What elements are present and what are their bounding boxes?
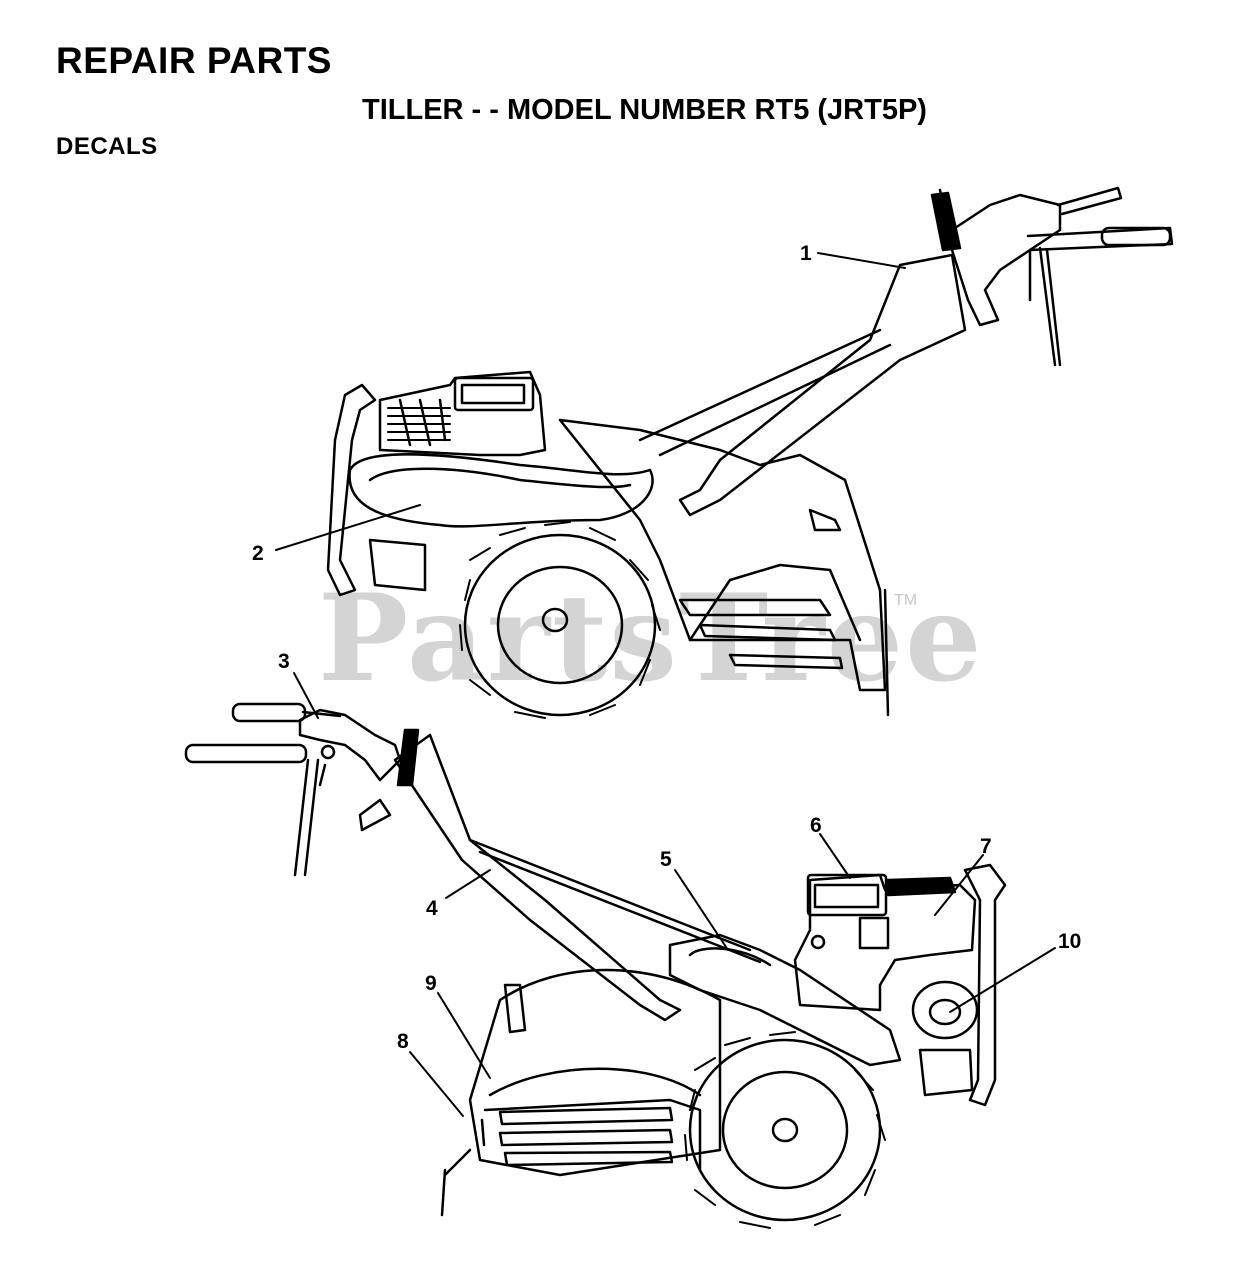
trademark-mark: TM (894, 592, 918, 609)
upper-tiller-illustration: 1 2 (252, 186, 1174, 719)
section-label: DECALS (56, 133, 158, 160)
watermark: PartsTree (318, 568, 984, 709)
callout-1: 1 (800, 242, 812, 265)
callout-7: 7 (980, 835, 992, 858)
callout-5: 5 (660, 848, 672, 871)
page-title: REPAIR PARTS (56, 40, 332, 81)
callout-9: 9 (425, 972, 437, 995)
lower-tiller-illustration: 3 4 5 6 7 8 9 10 (184, 650, 1081, 1229)
callout-10: 10 (1058, 930, 1081, 953)
callout-2: 2 (252, 542, 264, 565)
callout-3: 3 (278, 650, 290, 673)
callout-6: 6 (810, 814, 822, 837)
callout-8: 8 (397, 1030, 409, 1053)
model-subtitle: TILLER - - MODEL NUMBER RT5 (JRT5P) (362, 94, 927, 126)
callout-4: 4 (426, 897, 438, 920)
